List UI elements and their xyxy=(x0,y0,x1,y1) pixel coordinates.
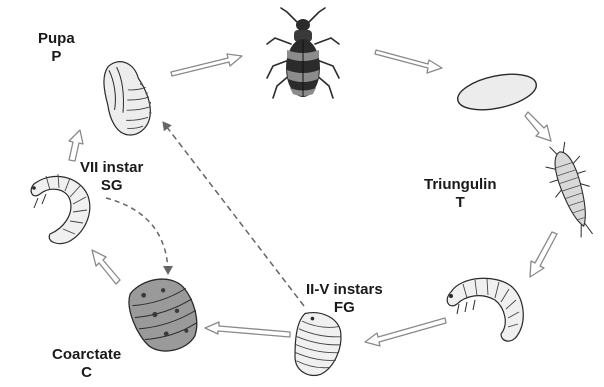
arrow-coarctate-to-vii xyxy=(92,250,120,284)
triungulin-larva-icon xyxy=(539,138,604,241)
arrow-pupa-to-adult xyxy=(171,54,242,76)
triungulin-name: Triungulin xyxy=(424,176,497,194)
coarctate-code: C xyxy=(52,364,121,382)
ii-v-instars-code: FG xyxy=(306,299,383,317)
stage-label-pupa: Pupa P xyxy=(38,30,75,66)
vii-instar-code: SG xyxy=(80,177,143,195)
arrow-instars-loop xyxy=(365,318,446,346)
stage-label-coarctate: Coarctate C xyxy=(52,346,121,382)
arrow-triungulin-to-instars xyxy=(530,232,557,277)
ii-v-instars-name: II-V instars xyxy=(306,281,383,299)
egg-mass-icon xyxy=(455,68,540,116)
pupa-name: Pupa xyxy=(38,30,75,48)
arrow-vii-to-pupa xyxy=(69,130,83,161)
arrow-egg-to-triungulin xyxy=(525,112,551,141)
coarctate-larva-icon xyxy=(122,270,206,361)
dashed-arrow-instars-to-pupa xyxy=(163,122,304,306)
vii-instar-name: VII instar xyxy=(80,159,143,177)
stage-label-triungulin: Triungulin T xyxy=(424,176,497,212)
arrow-adult-to-egg xyxy=(375,50,442,73)
coarctate-name: Coarctate xyxy=(52,346,121,364)
pupa-icon xyxy=(101,58,155,138)
triungulin-code: T xyxy=(424,194,497,212)
blister-beetle-icon xyxy=(267,8,339,98)
pupa-code: P xyxy=(38,48,75,66)
grub-larva-icon xyxy=(447,278,523,341)
arrow-instars-to-coarctate xyxy=(205,322,290,337)
grub-larva-small-icon xyxy=(291,310,345,378)
stage-label-ii-v-instars: II-V instars FG xyxy=(306,281,383,317)
dashed-arrow-vii-to-coarctate xyxy=(106,198,168,274)
stage-label-vii-instar: VII instar SG xyxy=(80,159,143,195)
